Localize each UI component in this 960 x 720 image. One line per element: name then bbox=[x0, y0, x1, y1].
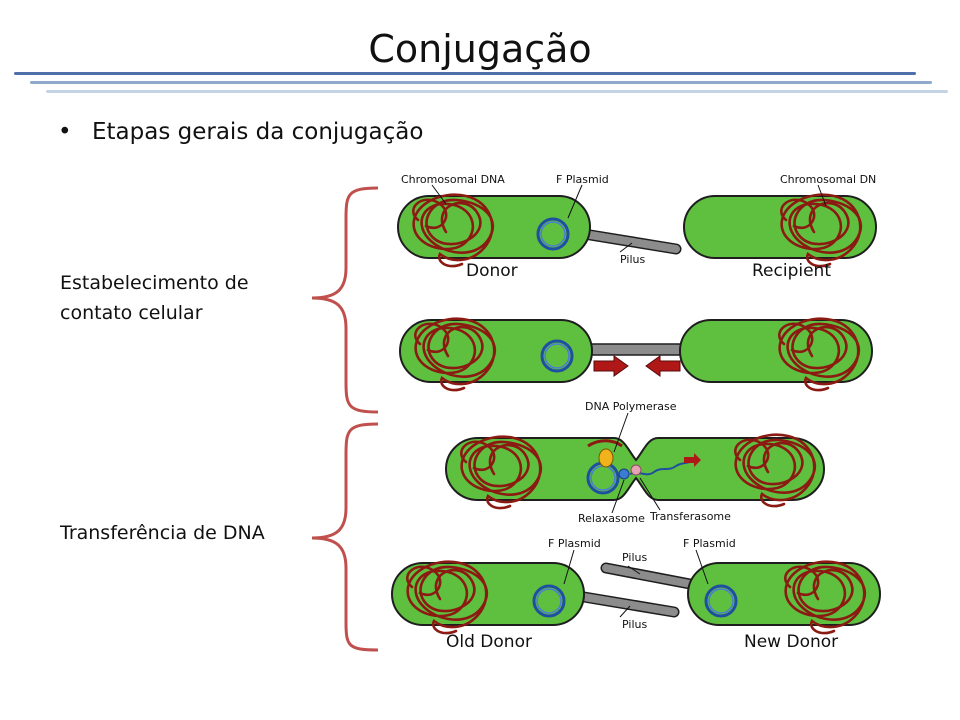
step-label-contact-line-1: Estabelecimento de bbox=[60, 272, 249, 294]
title-rule-3 bbox=[46, 90, 948, 93]
arrow-left-icon bbox=[645, 355, 681, 377]
label-dna-polymerase: DNA Polymerase bbox=[585, 400, 677, 413]
bullet-item: • Etapas gerais da conjugação bbox=[58, 116, 423, 148]
brace-contact bbox=[311, 186, 379, 414]
relaxasome-icon bbox=[618, 468, 630, 480]
slide-title: Conjugação bbox=[368, 27, 592, 71]
label-new-donor: New Donor bbox=[744, 632, 838, 652]
brace-transfer bbox=[311, 422, 379, 652]
label-pilus: Pilus bbox=[622, 618, 647, 631]
bullet-dot: • bbox=[58, 119, 72, 145]
label-recipient: Recipient bbox=[752, 261, 831, 281]
step-label-transfer: Transferência de DNA bbox=[60, 522, 265, 544]
transferasome-icon bbox=[630, 464, 642, 476]
label-f-plasmid: F Plasmid bbox=[548, 537, 601, 550]
label-old-donor: Old Donor bbox=[446, 632, 532, 652]
label-chromosomal-dna: Chromosomal DNA bbox=[401, 173, 505, 186]
label-donor: Donor bbox=[466, 261, 518, 281]
bullet-text: Etapas gerais da conjugação bbox=[92, 119, 424, 145]
label-chromosomal-dn: Chromosomal DN bbox=[780, 173, 876, 186]
arrow-right-icon bbox=[684, 453, 701, 467]
label-f-plasmid: F Plasmid bbox=[683, 537, 736, 550]
arrow-right-icon bbox=[593, 355, 629, 377]
step-label-contact: Estabelecimento de contato celular bbox=[60, 268, 249, 328]
title-rule-1 bbox=[14, 72, 916, 75]
title-rule-2 bbox=[30, 81, 932, 84]
label-pilus: Pilus bbox=[622, 551, 647, 564]
pilus-row-2 bbox=[587, 343, 685, 356]
label-f-plasmid: F Plasmid bbox=[556, 173, 609, 186]
step-label-contact-line-2: contato celular bbox=[60, 302, 203, 324]
label-relaxasome: Relaxasome bbox=[578, 512, 645, 525]
label-pilus: Pilus bbox=[620, 253, 645, 266]
dna-polymerase-icon bbox=[598, 448, 614, 468]
label-transferasome: Transferasome bbox=[649, 510, 731, 523]
